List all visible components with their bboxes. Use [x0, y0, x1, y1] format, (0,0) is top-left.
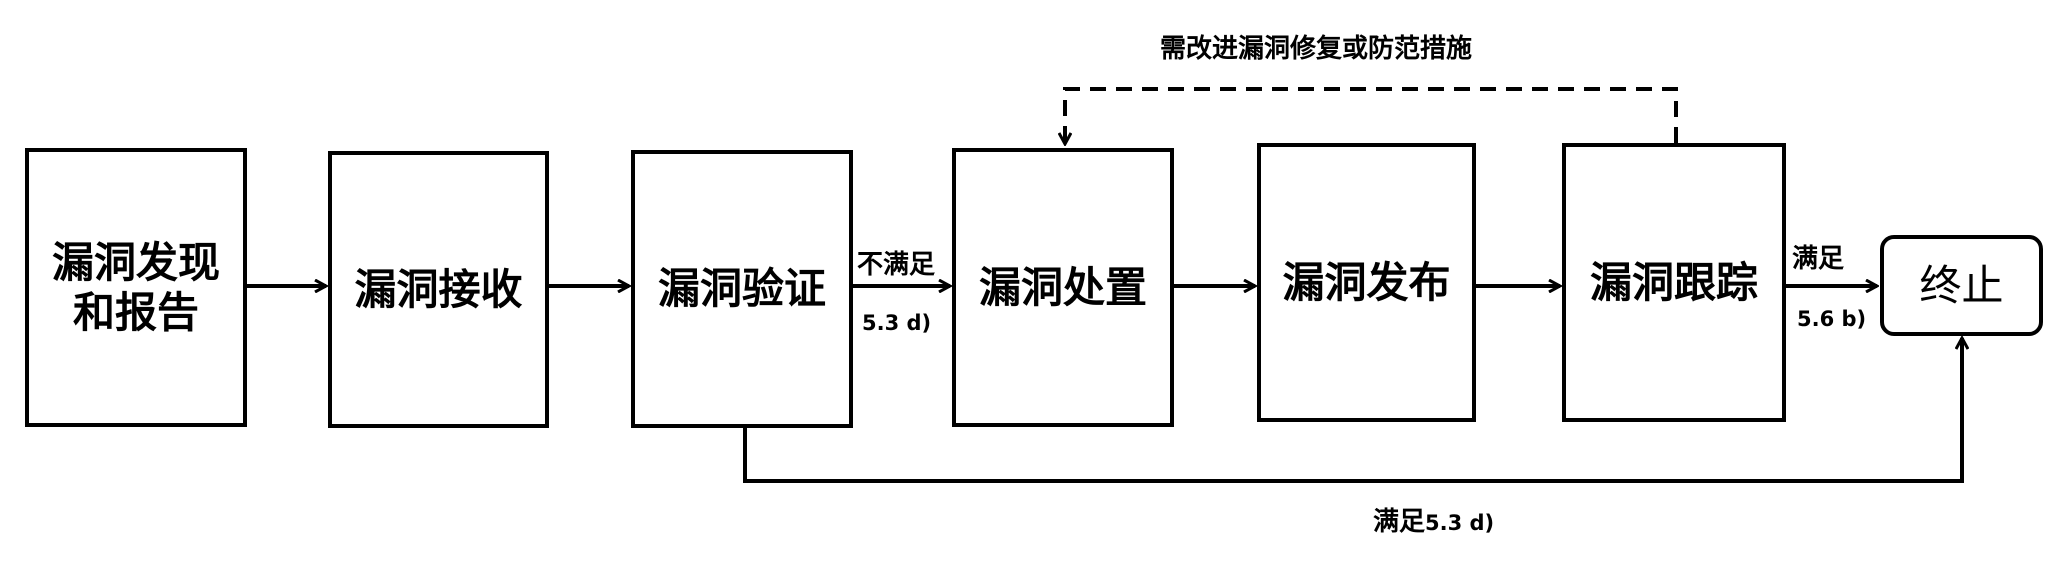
box-label-track: 漏洞跟踪 — [1589, 257, 1758, 307]
box-label-publish: 漏洞发布 — [1282, 257, 1451, 307]
verify-fail-label: 不满足 — [857, 250, 936, 280]
feedback-dashed-arrow — [1065, 87, 1678, 144]
end-box: 终止 — [1880, 235, 2043, 336]
verify-fail-clause: 5.3 d) — [862, 311, 932, 335]
receive-box: 漏洞接收 — [328, 151, 549, 428]
track-ok-label: 满足 — [1792, 244, 1845, 274]
box-label-end: 终止 — [1919, 260, 2004, 310]
arrow-verify-to-end — [743, 338, 1962, 483]
box-label-receive: 漏洞接收 — [354, 264, 523, 314]
verify-ok-clause: 5.3 d) — [1425, 511, 1495, 535]
box-label-verify: 漏洞验证 — [657, 264, 826, 313]
track-box: 漏洞跟踪 — [1562, 143, 1786, 422]
box-label-discover: 漏洞发现 和报告 — [51, 237, 220, 337]
verify-ok-label: 满足 — [1373, 507, 1426, 537]
verify-box: 漏洞验证 — [631, 150, 853, 428]
discover-report-box: 漏洞发现 和报告 — [25, 148, 247, 427]
box-label-dispose: 漏洞处置 — [978, 262, 1147, 312]
track-ok-clause: 5.6 b) — [1797, 307, 1867, 331]
feedback-label: 需改进漏洞修复或防范措施 — [1160, 34, 1473, 64]
dispose-box: 漏洞处置 — [952, 148, 1174, 427]
verify-ok-label-group: 满足5.3 d) — [1373, 501, 1494, 538]
publish-box: 漏洞发布 — [1257, 143, 1476, 422]
